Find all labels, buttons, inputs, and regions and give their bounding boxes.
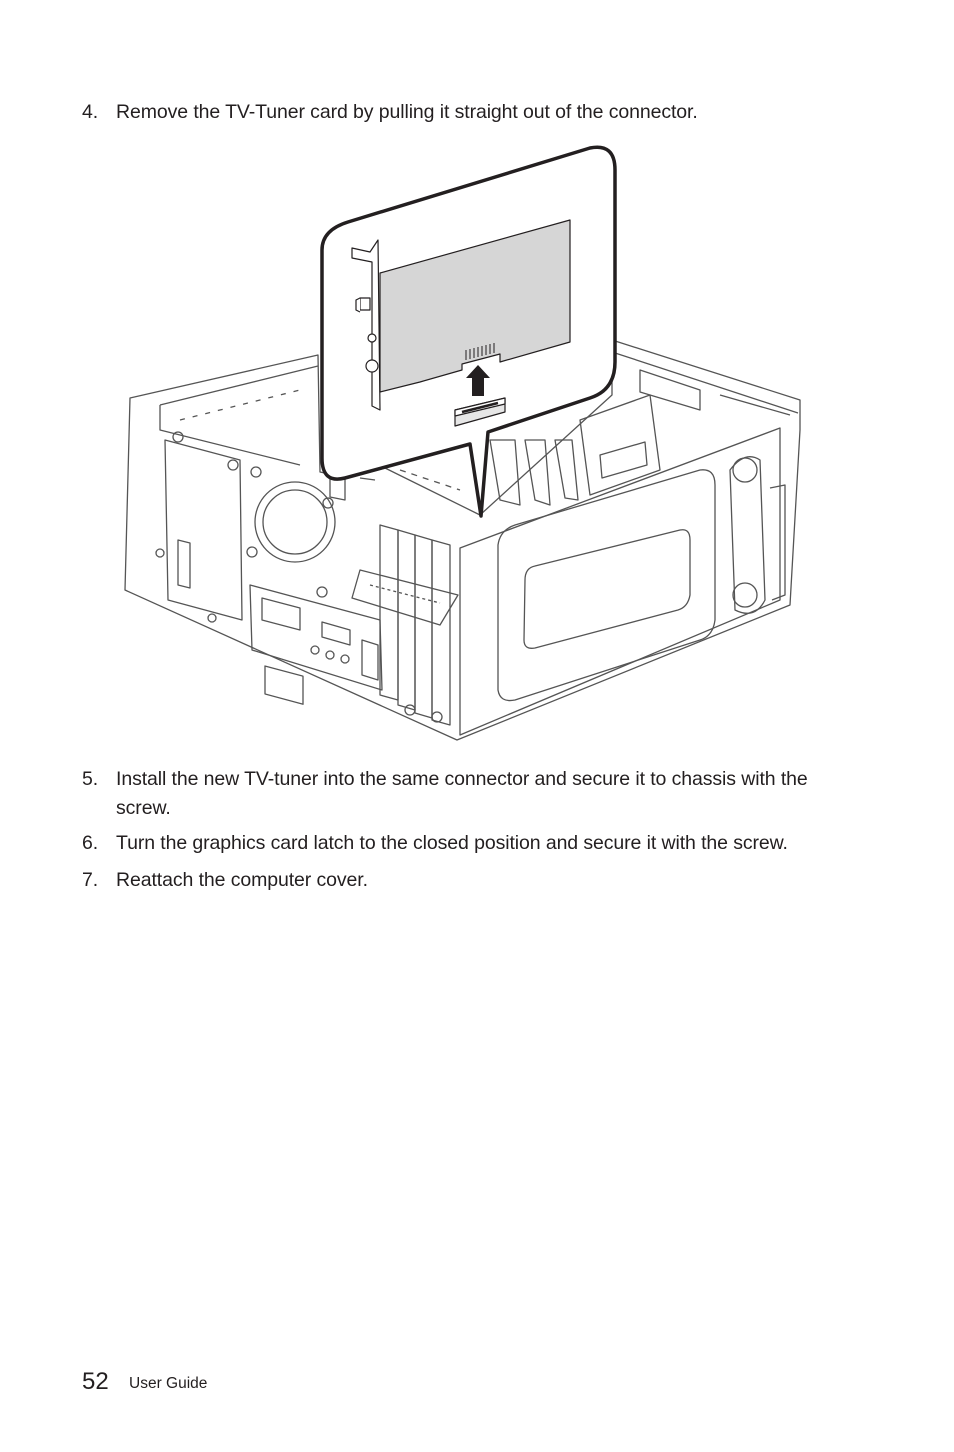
- footer-label: User Guide: [129, 1375, 208, 1392]
- step-text: Install the new TV-tuner into the same c…: [116, 768, 808, 819]
- step-6: 6. Turn the graphics card latch to the c…: [82, 829, 862, 858]
- arrow-up-icon: [466, 365, 490, 396]
- step-5: 5. Install the new TV-tuner into the sam…: [82, 765, 862, 823]
- step-7: 7. Reattach the computer cover.: [82, 866, 862, 895]
- step-text: Remove the TV-Tuner card by pulling it s…: [116, 101, 698, 123]
- step-number: 7.: [82, 869, 99, 891]
- step-number: 5.: [82, 768, 99, 790]
- computer-chassis: [124, 339, 801, 741]
- pci-e-connector: [454, 397, 506, 427]
- step-number: 6.: [82, 832, 99, 854]
- step-text: Reattach the computer cover.: [116, 869, 368, 891]
- tv-tuner-removal-illustration: [124, 145, 801, 741]
- step-text: Turn the graphics card latch to the clos…: [116, 832, 788, 854]
- step-number: 4.: [82, 101, 99, 123]
- page-number: 52: [82, 1368, 109, 1395]
- tv-tuner-card: [351, 219, 571, 411]
- step-4: 4. Remove the TV-Tuner card by pulling i…: [82, 98, 862, 127]
